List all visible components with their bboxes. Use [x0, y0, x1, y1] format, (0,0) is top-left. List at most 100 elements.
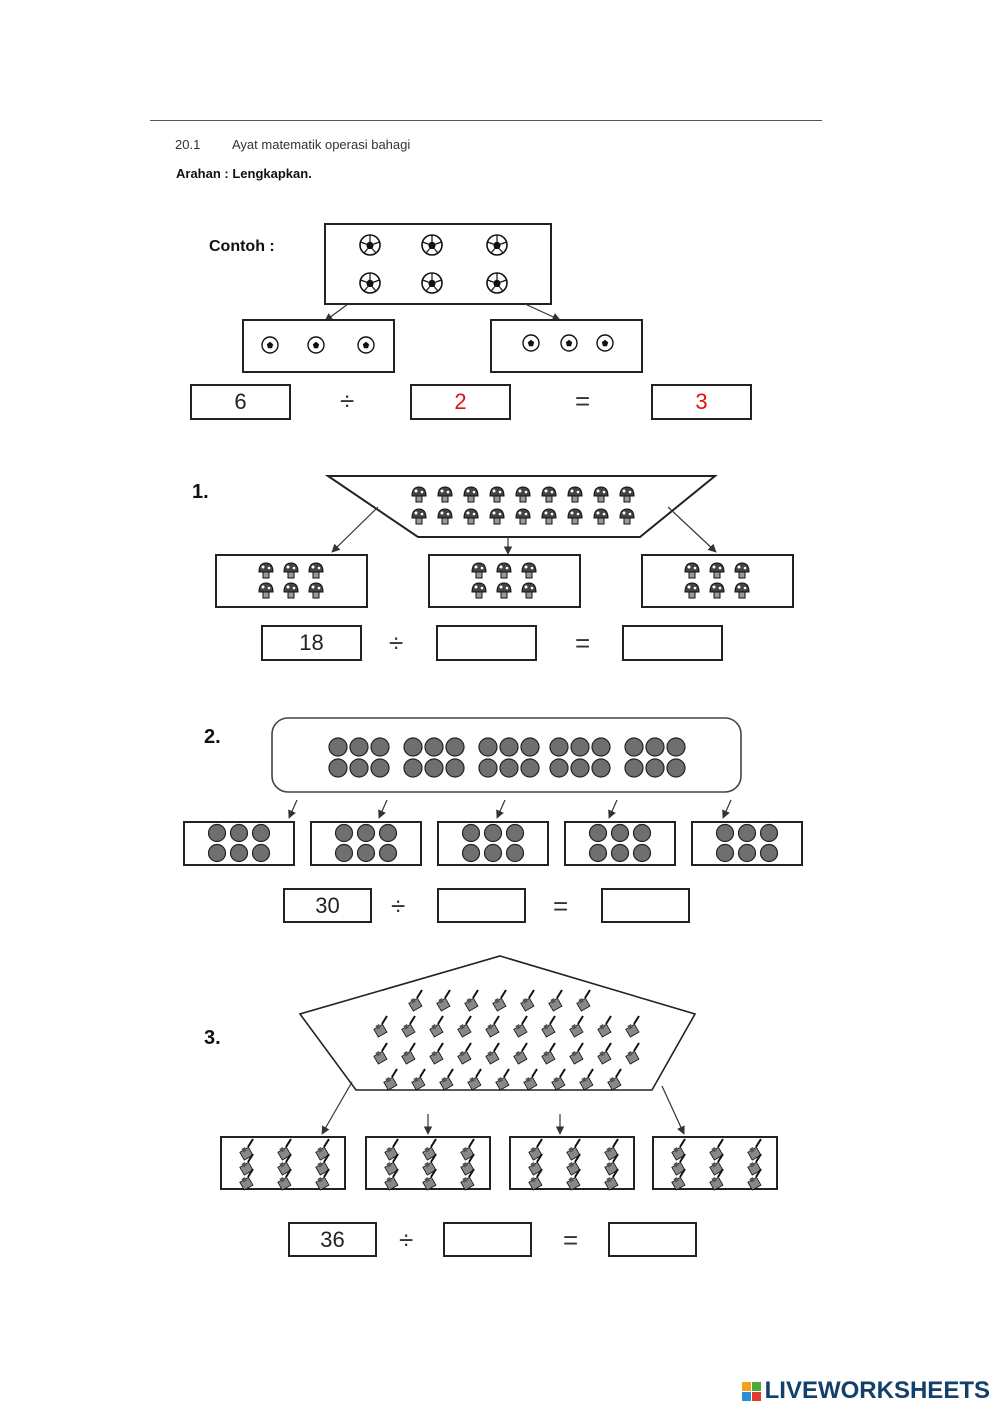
- example-source-box: [324, 223, 552, 305]
- example-divide-sign: ÷: [340, 386, 355, 416]
- circle-icon: [370, 737, 390, 757]
- circle-icon: [715, 823, 735, 843]
- circle-icon: [591, 758, 611, 778]
- q2-dividend-box: 30: [283, 888, 372, 923]
- circle-icon: [624, 737, 644, 757]
- q2-divisor-input[interactable]: [437, 888, 526, 923]
- circle-icon: [478, 737, 498, 757]
- brand-logo-icon: [741, 1381, 761, 1401]
- circle-icon: [499, 737, 519, 757]
- q3-equals-sign: =: [563, 1225, 579, 1255]
- circle-icon: [737, 843, 757, 863]
- circle-icon: [591, 737, 611, 757]
- circle-icon: [499, 758, 519, 778]
- circle-icon: [737, 823, 757, 843]
- circle-icon: [632, 843, 652, 863]
- circle-icon: [424, 737, 444, 757]
- circle-icon: [461, 843, 481, 863]
- circle-icon: [356, 843, 376, 863]
- circle-icon: [715, 843, 735, 863]
- circle-icon: [632, 823, 652, 843]
- q2-quotient-input[interactable]: [601, 888, 690, 923]
- q3-dividend-box: 36: [288, 1222, 377, 1257]
- circle-icon: [328, 758, 348, 778]
- q1-divisor-input[interactable]: [436, 625, 537, 661]
- q1-dividend-box: 18: [261, 625, 362, 661]
- circle-icon: [759, 843, 779, 863]
- example-divisor-box: 2: [410, 384, 511, 420]
- circle-icon: [478, 758, 498, 778]
- section-number: 20.1: [175, 137, 201, 152]
- q3-diagram: [220, 955, 778, 1192]
- brand-footer: LIVEWORKSHEETS: [741, 1377, 990, 1405]
- q2-equals-sign: =: [553, 891, 569, 921]
- q2-divide-sign: ÷: [391, 891, 406, 921]
- circle-icon: [588, 823, 608, 843]
- circle-icon: [207, 843, 227, 863]
- circle-icon: [378, 843, 398, 863]
- circle-icon: [520, 737, 540, 757]
- circle-icon: [549, 758, 569, 778]
- circle-icon: [349, 758, 369, 778]
- circle-icon: [356, 823, 376, 843]
- circle-icon: [207, 823, 227, 843]
- q2-source-items: [328, 737, 686, 778]
- example-equals-sign: =: [575, 386, 591, 416]
- top-rule: [150, 120, 822, 121]
- circle-icon: [461, 823, 481, 843]
- circle-icon: [624, 758, 644, 778]
- q1-quotient-input[interactable]: [622, 625, 723, 661]
- circle-icon: [445, 758, 465, 778]
- circle-icon: [370, 758, 390, 778]
- circle-icon: [251, 843, 271, 863]
- circle-icon: [403, 758, 423, 778]
- circle-icon: [229, 823, 249, 843]
- circle-icon: [645, 737, 665, 757]
- circle-icon: [570, 737, 590, 757]
- q2-group-items: [207, 823, 779, 863]
- example-dividend-box: 6: [190, 384, 291, 420]
- circle-icon: [505, 843, 525, 863]
- section-title: Ayat matematik operasi bahagi: [232, 137, 411, 152]
- question-1-number: 1.: [192, 481, 209, 503]
- circle-icon: [334, 843, 354, 863]
- circle-icon: [424, 758, 444, 778]
- circle-icon: [403, 737, 423, 757]
- example-quotient-box: 3: [651, 384, 752, 420]
- circle-icon: [483, 843, 503, 863]
- q1-equals-sign: =: [575, 628, 591, 658]
- q1-diagram: [215, 475, 794, 608]
- q1-divide-sign: ÷: [389, 628, 404, 658]
- circle-icon: [229, 843, 249, 863]
- question-3-number: 3.: [204, 1027, 221, 1049]
- q1-source-shape: [324, 475, 718, 538]
- circle-icon: [520, 758, 540, 778]
- circle-icon: [334, 823, 354, 843]
- circle-icon: [610, 843, 630, 863]
- circle-icon: [328, 737, 348, 757]
- example-label: Contoh :: [209, 238, 275, 255]
- circle-icon: [666, 758, 686, 778]
- circle-icon: [445, 737, 465, 757]
- circle-icon: [378, 823, 398, 843]
- circle-icon: [645, 758, 665, 778]
- circle-icon: [570, 758, 590, 778]
- q3-divide-sign: ÷: [399, 1225, 414, 1255]
- circle-icon: [759, 823, 779, 843]
- circle-icon: [588, 843, 608, 863]
- circle-icon: [549, 737, 569, 757]
- q3-quotient-input[interactable]: [608, 1222, 697, 1257]
- q3-source-shape: [298, 955, 697, 1091]
- brand-name: LIVEWORKSHEETS: [764, 1377, 990, 1404]
- circle-icon: [505, 823, 525, 843]
- instruction-text: Arahan : Lengkapkan.: [176, 166, 312, 181]
- question-2-number: 2.: [204, 726, 221, 748]
- circle-icon: [251, 823, 271, 843]
- circle-icon: [483, 823, 503, 843]
- circle-icon: [610, 823, 630, 843]
- circle-icon: [666, 737, 686, 757]
- q3-divisor-input[interactable]: [443, 1222, 532, 1257]
- circle-icon: [349, 737, 369, 757]
- example-diagram: [242, 223, 643, 373]
